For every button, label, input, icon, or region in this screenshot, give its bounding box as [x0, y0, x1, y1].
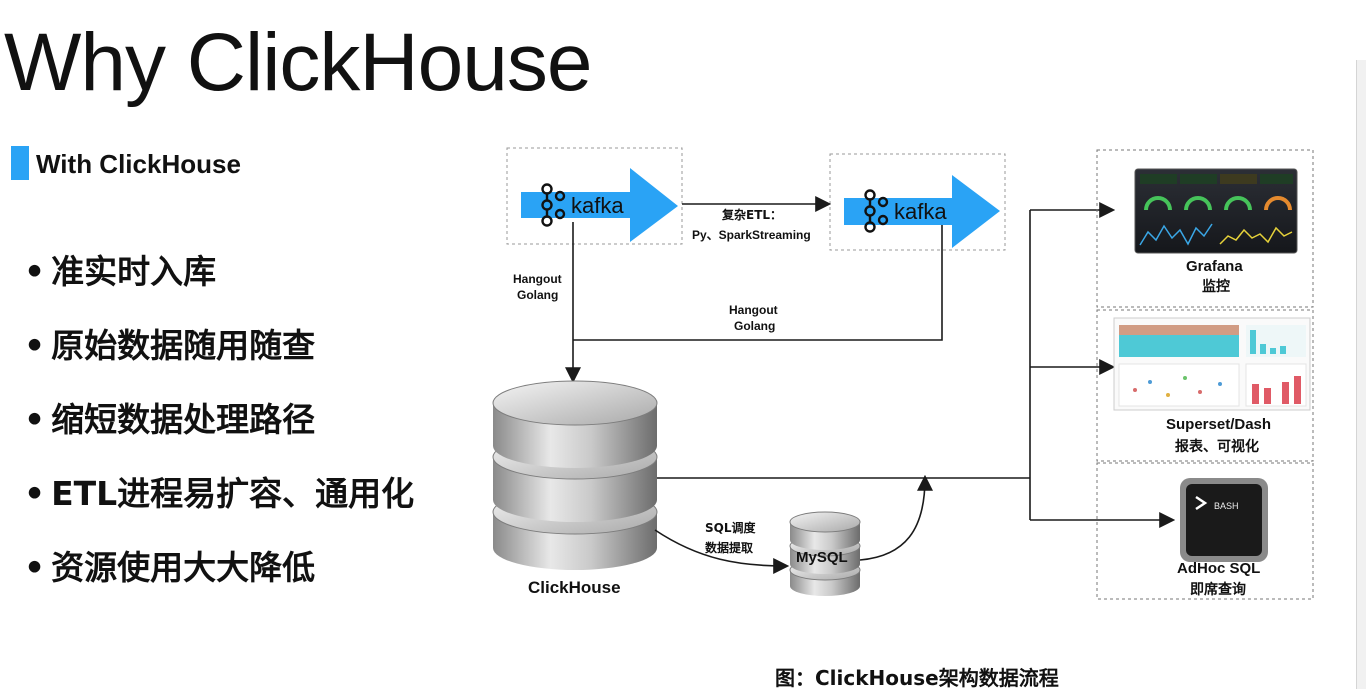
grafana-sub: 监控	[1202, 278, 1230, 295]
sql-label-line1: SQL调度	[705, 520, 756, 535]
bullet-text: 准实时入库	[51, 252, 217, 291]
kafka-logo-icon	[541, 183, 566, 227]
subtitle: With ClickHouse	[36, 149, 241, 179]
mysql-label: MySQL	[796, 549, 848, 566]
sql-schedule-arrow	[654, 529, 790, 574]
terminal-icon	[1180, 478, 1268, 562]
page-title: Why ClickHouse	[4, 17, 592, 108]
mysql-return-arrow	[859, 474, 933, 561]
hangout-mid-line1: Hangout	[729, 303, 778, 317]
adhoc-sub: 即席查询	[1190, 581, 1246, 598]
bullet-text: 原始数据随用随查	[51, 326, 316, 365]
kafka-label: kafka	[571, 193, 624, 218]
superset-sub: 报表、可视化	[1175, 438, 1259, 455]
kafka-arrow-icon	[844, 175, 1000, 248]
adhoc-label: AdHoc SQL	[1177, 560, 1260, 577]
adhoc-box	[1096, 462, 1314, 600]
kafka-arrow-icon	[521, 168, 678, 242]
figure-caption: 图：ClickHouse架构数据流程	[775, 666, 1059, 690]
kafka-logo-icon	[864, 189, 889, 233]
grafana-label: Grafana	[1186, 258, 1243, 275]
clickhouse-label: ClickHouse	[528, 578, 621, 597]
superset-box	[1096, 309, 1314, 462]
hangout-return-line	[573, 225, 943, 341]
kafka-label: kafka	[894, 199, 947, 224]
bullet-item: •准实时入库	[24, 252, 217, 291]
window-edge	[1356, 60, 1366, 689]
bullet-list: •准实时入库 •原始数据随用随查 •缩短数据处理路径 •ETL进程易扩容、通用化…	[24, 248, 414, 618]
grafana-box	[1096, 149, 1314, 308]
sql-label-line2: 数据提取	[705, 540, 753, 555]
hangout-left-line1: Hangout	[513, 272, 562, 286]
kafka-source-box	[506, 147, 683, 245]
bullet-item: •原始数据随用随查	[24, 326, 316, 365]
superset-dashboard-icon	[1113, 317, 1311, 411]
bullet-item: •ETL进程易扩容、通用化	[24, 474, 415, 513]
hangout-mid-line2: Golang	[734, 319, 775, 333]
bullet-item: •资源使用大大降低	[24, 548, 316, 587]
bash-label: BASH	[1214, 501, 1239, 511]
hangout-left-line2: Golang	[517, 288, 558, 302]
bullet-text: 缩短数据处理路径	[51, 400, 316, 439]
etl-label-line1: 复杂ETL：	[721, 207, 782, 222]
bullet-item: •缩短数据处理路径	[24, 400, 316, 439]
bullet-text: ETL进程易扩容、通用化	[51, 474, 415, 513]
grafana-dashboard-icon	[1134, 168, 1298, 254]
superset-label: Superset/Dash	[1166, 416, 1271, 433]
bullet-text: 资源使用大大降低	[51, 548, 316, 587]
mysql-database-icon	[789, 511, 861, 596]
clickhouse-database-icon	[492, 380, 658, 570]
etl-label-line2: Py、SparkStreaming	[692, 228, 811, 242]
subtitle-marker	[11, 146, 29, 180]
